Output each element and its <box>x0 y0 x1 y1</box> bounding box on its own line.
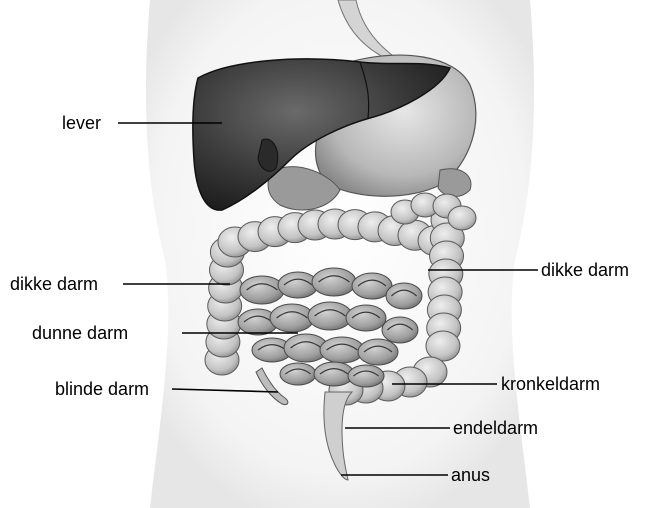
colon-haustrum <box>426 331 460 361</box>
label-anus: anus <box>451 465 490 485</box>
label-kronkeldarm: kronkeldarm <box>501 374 600 394</box>
label-lever: lever <box>62 113 101 133</box>
label-endeldarm: endeldarm <box>453 418 538 438</box>
label-blinde-darm: blinde darm <box>55 379 149 399</box>
label-dunne-darm: dunne darm <box>32 323 128 343</box>
colon-haustrum <box>448 206 476 230</box>
label-dikke-darm-right: dikke darm <box>541 260 629 280</box>
label-dikke-darm-left: dikke darm <box>10 274 98 294</box>
